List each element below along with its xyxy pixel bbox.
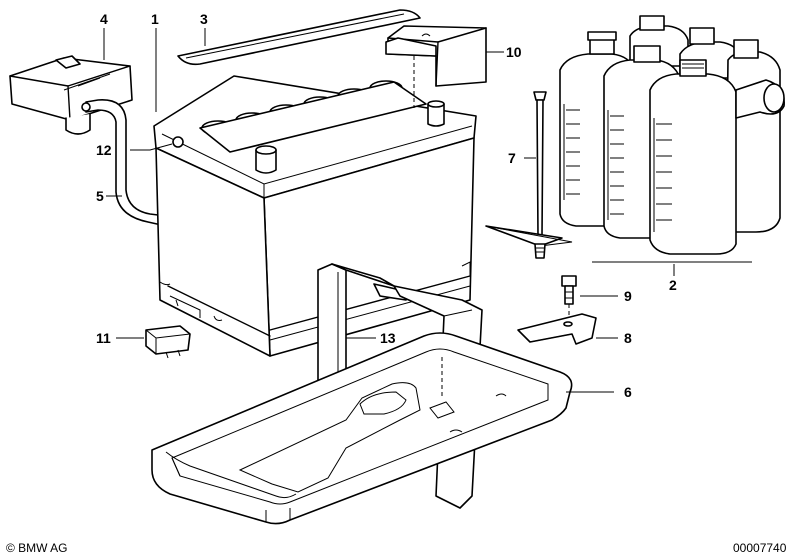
part-11-small-cap xyxy=(145,325,191,359)
callout-8: 8 xyxy=(624,330,632,346)
callout-10: 10 xyxy=(506,44,522,60)
callout-3: 3 xyxy=(200,11,208,27)
callout-2: 2 xyxy=(669,277,677,293)
callout-4: 4 xyxy=(100,11,108,27)
callout-7: 7 xyxy=(508,150,516,166)
callout-11: 11 xyxy=(96,330,111,346)
part-1-battery xyxy=(153,56,477,357)
part-6-battery-tray xyxy=(151,332,573,525)
callout-6: 6 xyxy=(624,384,632,400)
callout-9: 9 xyxy=(624,288,632,304)
part-2-water-bottles xyxy=(559,15,785,263)
copyright-text: © BMW AG xyxy=(6,541,68,555)
part-3-cover-strip xyxy=(177,9,421,66)
callout-12: 12 xyxy=(96,142,112,158)
part-10-terminal-cover xyxy=(385,25,487,87)
leader-lines xyxy=(103,28,675,393)
callout-5: 5 xyxy=(96,188,104,204)
callout-13: 13 xyxy=(380,330,396,346)
callout-1: 1 xyxy=(151,11,159,27)
callout-numbers: 4 1 3 10 12 5 7 2 9 8 11 13 6 xyxy=(96,11,677,400)
part-4-vent-box xyxy=(9,55,133,135)
part-7-hold-down-rod xyxy=(485,91,573,259)
drawing-number: 00007740 xyxy=(733,541,787,555)
part-8-clamp-bracket xyxy=(517,313,597,345)
part-9-bolt xyxy=(561,275,577,322)
